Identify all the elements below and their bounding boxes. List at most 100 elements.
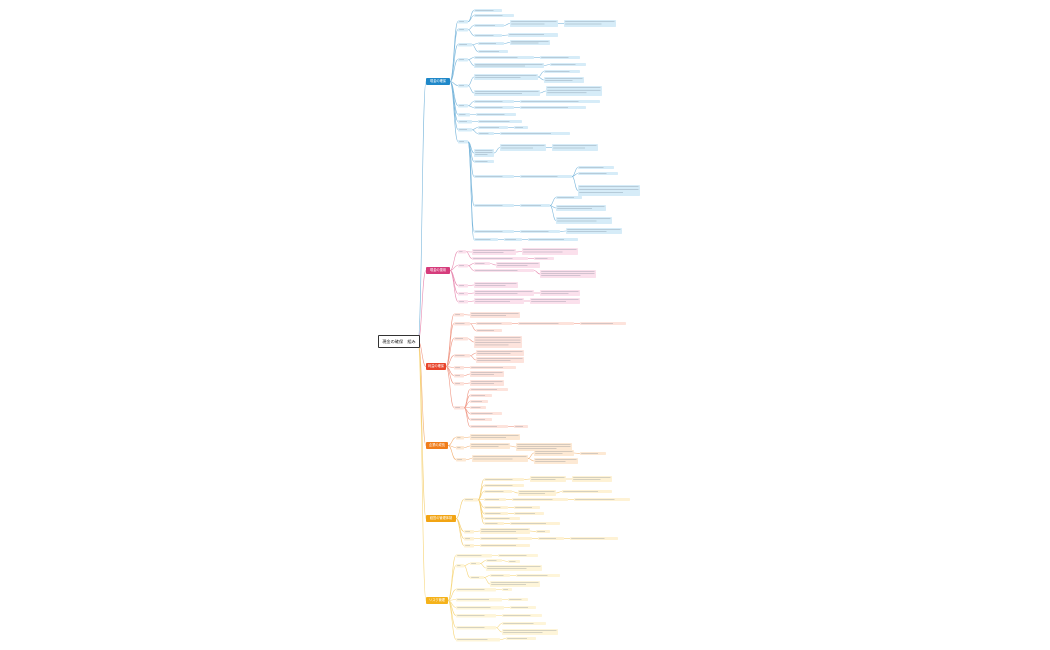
subtopic-node (470, 366, 516, 369)
subtopic-node (474, 9, 502, 12)
detail-connector (539, 90, 547, 94)
subtopic-connector (467, 338, 475, 343)
subtopic-node (470, 576, 484, 579)
subtopic-node (472, 257, 528, 260)
subtopic-node (476, 350, 524, 356)
detail-node (490, 574, 510, 577)
branch-connector (447, 445, 457, 460)
topic-node (454, 337, 468, 341)
detail-node (512, 498, 568, 501)
subtopic-node (478, 126, 508, 129)
detail-connector (515, 251, 523, 253)
subtopic-node (474, 160, 494, 163)
subtopic-node (474, 56, 534, 59)
detail-connector (493, 147, 501, 154)
detail-node (528, 238, 578, 241)
detail-node (514, 512, 544, 515)
subtopic-node (476, 329, 502, 332)
detail-node (510, 522, 560, 525)
root-label: 現金の確保 組み (382, 339, 416, 344)
detail-node (514, 425, 528, 428)
detail-node (534, 450, 574, 456)
branch-node-5[interactable]: 経営の管理体制 (426, 515, 456, 522)
subtopic-node (474, 269, 534, 272)
detail-node (518, 490, 556, 496)
topic-node (456, 588, 496, 592)
subtopic-node (470, 418, 492, 421)
detail-node (540, 290, 580, 296)
subtopic-node (474, 175, 514, 178)
detail-node (552, 144, 598, 151)
detail-connector (501, 34, 509, 36)
subtopic-node (474, 74, 538, 80)
detail-connector (537, 71, 545, 78)
detail-node (540, 56, 580, 59)
branch-label: 企業の成長 (429, 443, 445, 447)
detail-node (570, 537, 618, 540)
subtopic-node (474, 262, 490, 265)
branch-connector (445, 338, 455, 367)
branch-connector (445, 323, 455, 367)
subtopic-node (502, 629, 558, 635)
detail-node (510, 20, 558, 27)
subtopic-node (506, 637, 536, 640)
detail-node (564, 20, 616, 27)
subtopic-node (484, 517, 520, 520)
detail-node (556, 196, 582, 199)
subtopic-connector (463, 407, 471, 427)
topic-node (456, 626, 496, 630)
branch-label: 経営の管理体制 (429, 516, 453, 520)
branch-connector (449, 81, 459, 142)
subtopic-node (470, 443, 510, 449)
subtopic-node (510, 606, 536, 609)
detail-node (500, 132, 570, 135)
detail-node (534, 257, 554, 260)
topic-node (458, 300, 468, 304)
subtopic-connector (469, 352, 477, 357)
subtopic-connector (477, 499, 485, 519)
subtopic-connector (463, 436, 471, 439)
subtopic-connector (467, 105, 475, 108)
detail-node (514, 506, 540, 509)
subtopic-connector (477, 499, 485, 524)
branch-label: 現金の確保 (430, 79, 446, 83)
branch-node-4[interactable]: 企業の成長 (426, 442, 448, 449)
subtopic-node (480, 528, 530, 534)
branch-node-3[interactable]: 利益の確保 (426, 363, 446, 370)
topic-node (454, 366, 464, 370)
branch-connector (449, 59, 459, 82)
detail-connector (509, 445, 517, 448)
detail-node (514, 126, 528, 129)
topic-node (458, 264, 468, 268)
subtopic-node (474, 24, 504, 27)
subtopic-node (476, 357, 524, 363)
branch-connector (447, 600, 457, 640)
detail-node (530, 298, 580, 304)
branch-node-1[interactable]: 現金の確保 (426, 78, 450, 85)
subtopic-connector (463, 382, 471, 385)
branch-label: 現金の運用 (430, 268, 446, 272)
subtopic-connector (469, 323, 477, 331)
branch-connector (449, 251, 459, 271)
branch-node-2[interactable]: 現金の運用 (426, 267, 450, 274)
detail-node (544, 77, 584, 83)
subtopic-node (470, 412, 502, 415)
topic-node (458, 128, 472, 132)
detail-node (490, 581, 540, 587)
subtopic-connector (471, 127, 479, 131)
branch-node-6[interactable]: リスク管理 (426, 597, 448, 604)
subtopic-connector (469, 355, 477, 361)
topic-node (456, 554, 492, 558)
root-node[interactable]: 現金の確保 組み (378, 335, 420, 348)
subtopic-connector (495, 623, 503, 629)
subtopic-node (484, 498, 506, 501)
detail-node (562, 490, 612, 493)
topic-node (458, 284, 468, 288)
detail-node (496, 262, 540, 268)
subtopic-node (470, 425, 508, 428)
subtopic-node (508, 598, 528, 601)
topic-node (456, 638, 500, 642)
subtopic-node (502, 588, 512, 591)
subtopic-connector (467, 25, 475, 31)
